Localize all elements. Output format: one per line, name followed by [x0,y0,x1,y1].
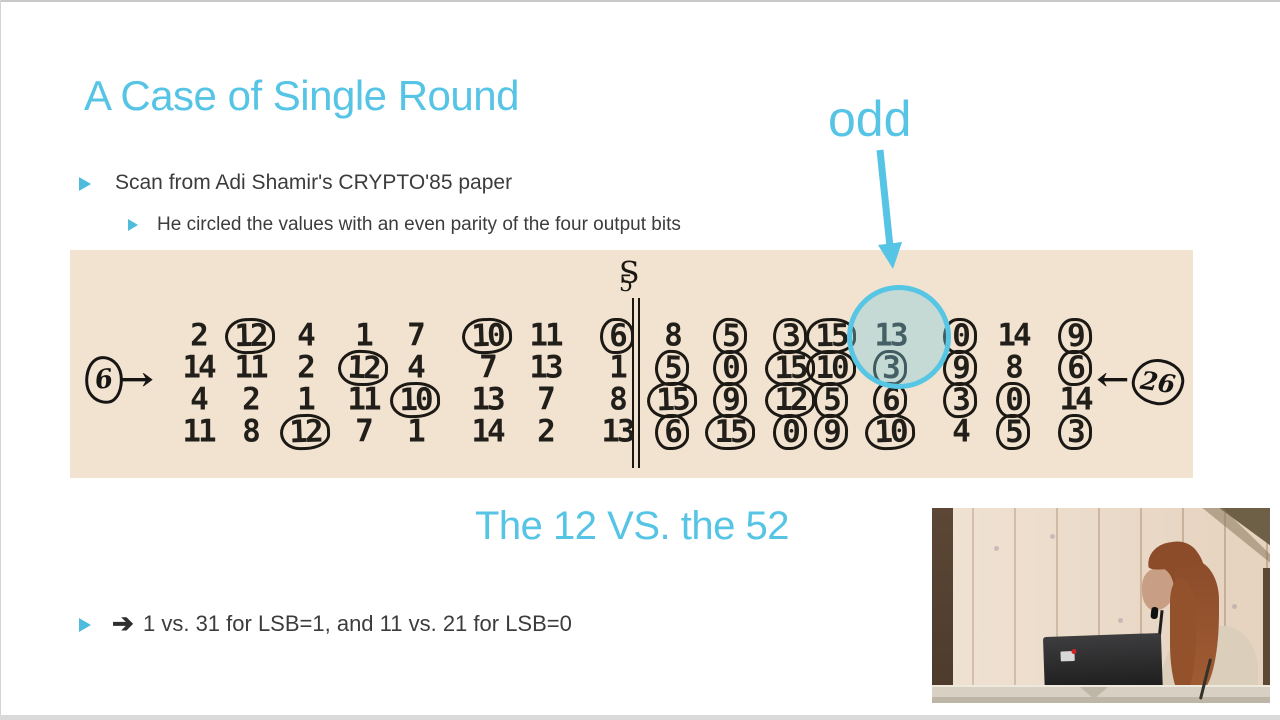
sbox-cell: 8 [664,317,683,354]
bullet-text-scan: Scan from Adi Shamir's CRYPTO'85 paper [115,171,513,194]
handwritten-arrow-left-icon: ← [1096,360,1130,398]
letterbox-top [0,0,1280,2]
sbox-cell: 14 [997,317,1031,354]
sbox-cell: 4 [190,381,209,418]
slide-title: A Case of Single Round [84,72,519,119]
sbox-cell: 7 [537,381,556,418]
sbox-cell: 1 [355,317,374,354]
sbox-cell: 13 [471,381,505,418]
sbox-cell: 1 [609,349,628,386]
sbox-cell: 4 [297,317,316,354]
sub-bullet-text-circled: He circled the values with an even parit… [157,214,681,235]
thinkpad-logo [1060,650,1075,662]
sbox-cell: 1 [297,381,316,418]
sbox-cell: 2 [242,381,261,418]
sbox-cell: 7 [407,317,426,354]
bottom-bullet-triangle-icon [79,618,91,632]
sub-bullet-triangle-icon [128,219,138,231]
sbox-cell: 14 [471,413,505,450]
sbox-cell-circled: 0 [995,381,1031,419]
letterbox-bottom [0,715,1280,720]
sbox-cell-circled: 10 [864,413,916,451]
dark-wall-strip [932,508,953,703]
sbox-cell: 2 [190,317,209,354]
sbox-cell-circled: 9 [712,381,748,419]
sbox-cell-circled: 9 [813,413,849,451]
podium-shadow [932,697,1270,703]
dark-right-strip [1263,568,1270,703]
sbox-cell: 13 [529,349,563,386]
sbox-cell-circled: 5 [813,381,849,419]
sbox-cell: 11 [529,317,563,354]
sbox-cell: 2 [297,349,316,386]
bottom-bullet-text: 1 vs. 31 for LSB=1, and 11 vs. 21 for LS… [143,611,572,636]
sbox-cell: 11 [182,413,216,450]
sbox-cell: 11 [234,349,268,386]
sbox-cell: 7 [355,413,374,450]
presenter-video [932,508,1270,703]
sbox-divider-line [632,298,640,468]
bullet-triangle-icon [79,177,91,191]
sbox-cell-circled: 3 [1057,413,1093,451]
wood-knot [994,546,999,551]
sbox-cell-circled: 6 [654,413,690,451]
wood-knot [1232,604,1237,609]
sbox-cell: 2 [537,413,556,450]
wood-knot [1050,534,1055,539]
sbox-cell: 8 [242,413,261,450]
wood-knot [1118,618,1123,623]
presenter-hair-front [1170,578,1196,696]
handwritten-value-right: 26 [1129,355,1187,409]
microphone-tip [1150,606,1159,620]
sbox-cell: 11 [347,381,381,418]
sbox-cell: 1 [407,413,426,450]
frame-left-edge [0,0,1,720]
sbox-cell: 8 [609,381,628,418]
sbox-cell-circled: 10 [806,350,856,386]
sbox-cell: 14 [182,349,216,386]
sbox-cell-circled: 5 [996,414,1030,450]
podium-notch [1080,687,1108,699]
handwritten-arrow-right-icon: → [118,360,155,398]
presenter-face [1142,568,1174,610]
sbox-cell-circled: 12 [279,413,331,451]
slide-caption: The 12 VS. the 52 [475,504,789,548]
sbox-cell: 7 [479,349,498,386]
odd-annotation-label: odd [828,91,912,147]
sbox-cell: 4 [407,349,426,386]
sbox-cell-circled: 0 [772,413,808,451]
odd-highlight-circle [847,285,951,389]
sbox-cell-circled: 6 [600,318,634,354]
stair-rail [1202,508,1270,563]
sbox-cell: 4 [952,413,971,450]
sbox-cell-circled: 15 [705,414,755,450]
sbox-cell: 13 [601,413,635,450]
sbox-cell: 8 [1005,349,1024,386]
black-arrow-icon: ➔ [112,608,134,638]
sbox-cell: 14 [1059,381,1093,418]
sbox-cell-circled: 12 [765,382,815,418]
